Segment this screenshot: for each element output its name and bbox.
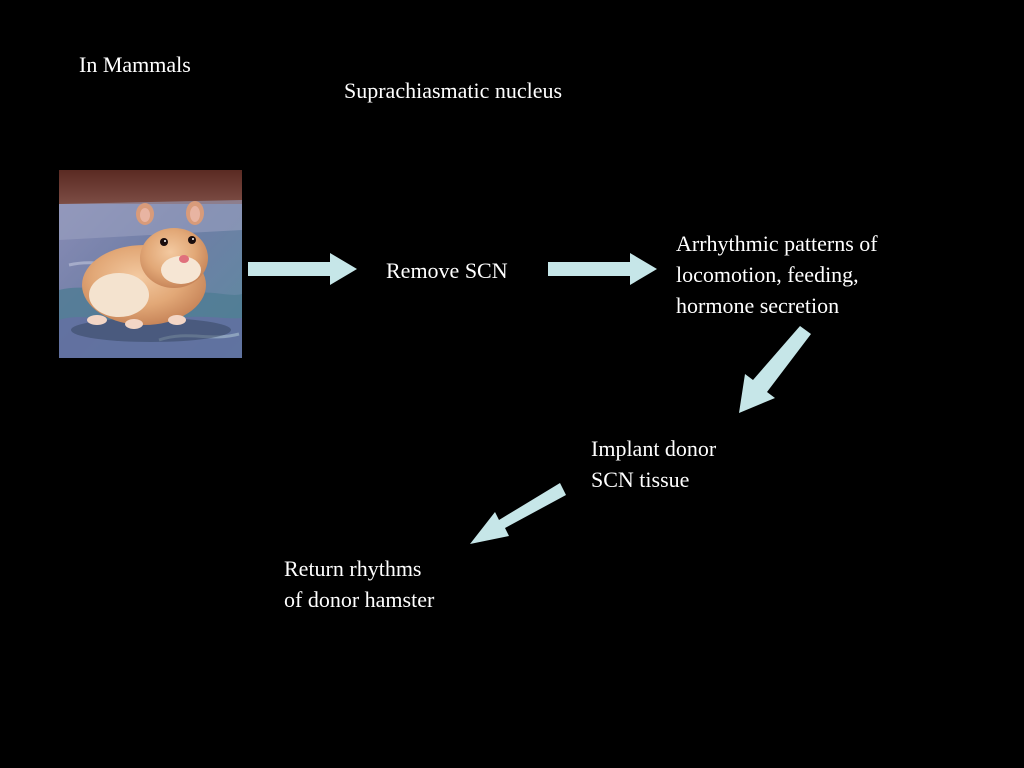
step-return-rhythms: Return rhythms of donor hamster (284, 556, 435, 612)
arrow-to-arrhythmic (548, 253, 657, 285)
step-remove-scn: Remove SCN (386, 258, 508, 283)
slide-subheading: Suprachiasmatic nucleus (344, 78, 563, 103)
step-arrhythmic-patterns: Arrhythmic patterns of locomotion, feedi… (676, 231, 878, 318)
arrow-to-remove-scn (248, 253, 357, 285)
slide-heading: In Mammals (79, 52, 191, 77)
arrow-to-return-rhythms (470, 483, 566, 544)
step-implant-donor: Implant donor SCN tissue (591, 436, 717, 492)
arrow-to-implant (739, 326, 811, 413)
hamster-photo (59, 170, 242, 358)
